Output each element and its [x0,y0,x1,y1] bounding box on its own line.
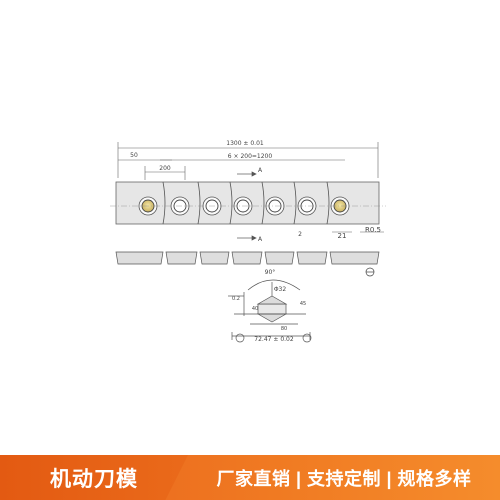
datum-circle-right [302,333,312,343]
dim-200-label: 200 [159,165,171,172]
strip-segment-1 [115,251,164,265]
strip-segment-5 [264,251,295,265]
dim-total-label: 1300 ± 0.01 [226,140,264,147]
dim-50-label: 50 [130,152,138,159]
strip-segment-7 [329,251,380,265]
dim-21-label: 21 [338,232,347,240]
strip-segment-2 [165,251,198,265]
dim-45-label: 45 [300,301,306,307]
plate-segment-cut-2 [197,181,201,225]
die-mold-technical-drawing: 1300 ± 0.01 50 6 × 200=1200 200 A 21 R0.… [110,140,386,343]
cross-section-detail [228,279,311,340]
angle-90-label: 90° [265,269,276,276]
plate-segment-cut-3 [229,181,233,225]
plate-segment-cut-6 [326,181,330,225]
section-marker-bottom [237,235,257,241]
surface-finish-symbol [365,267,375,277]
die-plate-side-view [115,251,380,265]
section-a-top-label: A [258,167,263,174]
die-plate-top-view [110,181,386,225]
plate-segment-cut-5 [293,181,297,225]
datum-circle-left [235,333,245,343]
dim-02-label: 0.2 [232,296,240,302]
plate-segment-cut-4 [261,181,265,225]
section-a-bottom-label: A [258,236,263,243]
strip-segment-4 [231,251,263,265]
dim-2-label: 2 [298,231,302,238]
dim-40-label: 40 [252,306,258,312]
section-marker-top [237,171,257,177]
dim-r05-label: R0.5 [365,226,381,234]
dim-phi32-label: Φ32 [274,286,287,293]
dimension-lines-top [117,142,379,180]
banner-tagline: 厂家直销 | 支持定制 | 规格多样 [216,468,472,489]
strip-segment-6 [296,251,328,265]
banner-title: 机动刀模 [0,455,188,500]
strip-segment-3 [199,251,230,265]
product-banner: 机动刀模 厂家直销 | 支持定制 | 规格多样 [0,455,500,500]
dim-pitch-label: 6 × 200=1200 [228,153,273,160]
dim-80-label: 80 [281,326,287,332]
plate-segment-cut-1 [162,181,166,225]
dim-bottom-label: 72.47 ± 0.02 [254,336,294,343]
